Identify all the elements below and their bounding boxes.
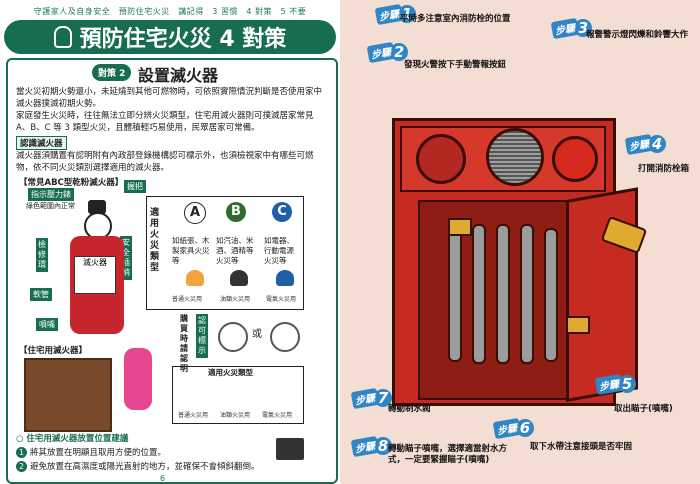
applicable-title: 適用火災類型 [208, 368, 253, 377]
no-placement-icon [276, 438, 304, 460]
certification-mark-label: 認可標示 [196, 314, 208, 358]
extinguisher-valve-head [88, 200, 106, 214]
paper-fire-icon [186, 270, 204, 286]
extinguisher-page: 守護家人及自身安全 預防住宅火災 講記得 3 習慣 4 對策 5 不要 預防住宅… [0, 0, 340, 484]
class-c-legend: 電氣火災用 [266, 296, 297, 303]
page-title: 預防住宅火災 4 對策 [79, 27, 287, 52]
or-text: 或 [252, 329, 262, 340]
hose-callout: 軟管 [30, 288, 52, 301]
step-5-text: 取出瞄子(噴嘴) [614, 404, 673, 414]
certification-label: 購買時請認明 [180, 314, 188, 373]
handle-callout: 握把 [124, 180, 146, 193]
class-c-text: 如電器、行動電源火災等 [264, 236, 294, 265]
nozzle-callout: 噴嘴 [36, 318, 58, 331]
class-b-badge: B [226, 202, 246, 222]
warning-lamp-icon [552, 136, 598, 182]
step-6-text: 取下水帶注意接頭是否牢固 [530, 442, 633, 452]
step-2-text: 發現火警按下手動警報按鈕 [404, 60, 507, 70]
valve-coupling [448, 218, 472, 236]
residential-extinguisher [124, 348, 152, 410]
content-panel [6, 58, 338, 484]
abc-extinguisher-tag: 【常見ABC型乾粉滅火器】 [19, 178, 124, 188]
extinguisher-label: 滅火器 [74, 256, 116, 294]
fire-hose-coil [472, 224, 486, 364]
fire-type-paragraph: 家庭發生火災時，往往無法立即分辨火災類型，住宅用滅火器則可撲滅居家常見 A、B、… [16, 111, 314, 133]
lightbulb-small-icon: ○ [16, 434, 24, 444]
class-a-legend: 普通火災用 [172, 296, 203, 303]
applicable-item-c: 電氣火災用 [262, 412, 293, 419]
class-b-text: 如汽油、米酒、酒精等火災等 [216, 236, 254, 265]
step-8-text: 轉動瞄子噴嘴，選擇適當射水方式，一定要緊握瞄子(噴嘴) [388, 444, 508, 465]
page-number: 6 [160, 474, 166, 483]
alarm-bell-grille-icon [486, 128, 544, 186]
class-a-badge: A [184, 202, 206, 224]
electric-fire-icon [276, 270, 294, 286]
step-3-text: 報警警示燈閃爍和鈴響大作 [586, 30, 689, 40]
step-4-text: 打開消防栓箱 [638, 164, 690, 174]
applicable-type-box [172, 366, 304, 424]
section-title: 設置滅火器 [138, 66, 219, 85]
fire-hose-coil [496, 224, 510, 364]
class-c-badge: C [272, 202, 292, 222]
bookshelf-illustration [24, 358, 112, 432]
oil-fire-icon [230, 270, 248, 286]
top-strip: 守護家人及自身安全 預防住宅火災 講記得 3 習慣 4 對策 5 不要 [33, 7, 307, 16]
recognition-paragraph: 滅火器須購置有認明附有內政部登錄機構認可標示外，也須檢視家中有哪些可燃物，依不同… [16, 151, 314, 173]
step-7-text: 轉動制水閥 [388, 404, 431, 414]
placement-title: ○ 住宅用滅火器放置位置建議 [16, 434, 129, 444]
step-1-text: 平時多注意室內消防栓的位置 [400, 14, 511, 24]
countermeasure-badge: 對策 2 [92, 64, 132, 81]
certification-seal-icon [218, 322, 248, 352]
manual-alarm-button [416, 134, 466, 184]
fire-type-box [146, 196, 304, 310]
class-a-text: 如紙張、木製家具火災等 [172, 236, 210, 265]
fire-type-vertical-label: 適用火災類型 [150, 208, 160, 273]
gauge-callout: 指示壓力錶 [28, 188, 74, 201]
applicable-item-a: 普通火災用 [178, 412, 209, 419]
page-title-banner: 預防住宅火災 4 對策 [4, 20, 336, 54]
fire-hose-coil [520, 224, 534, 364]
hose-coupling [566, 316, 590, 334]
check-ring-callout: 檢修環 [36, 238, 48, 272]
certification-seal-alt-icon [270, 322, 300, 352]
cabinet-door [566, 187, 638, 402]
gauge-callout-sub: 綠色範圍內正常 [26, 202, 75, 210]
lightbulb-icon [53, 26, 72, 48]
residential-tag: 【住宅用滅火器】 [19, 346, 88, 356]
recognition-tag: 認識滅火器 [16, 136, 67, 150]
class-b-legend: 油類火災用 [220, 296, 251, 303]
intro-paragraph: 當火災初期火勢還小，未延燒到其他可燃物時，可依照實際情況判斷是否使用家中滅火器撲… [16, 87, 323, 109]
applicable-item-b: 油類火災用 [220, 412, 251, 419]
fire-hose-coil [544, 228, 558, 362]
fire-hose-coil [448, 228, 462, 362]
